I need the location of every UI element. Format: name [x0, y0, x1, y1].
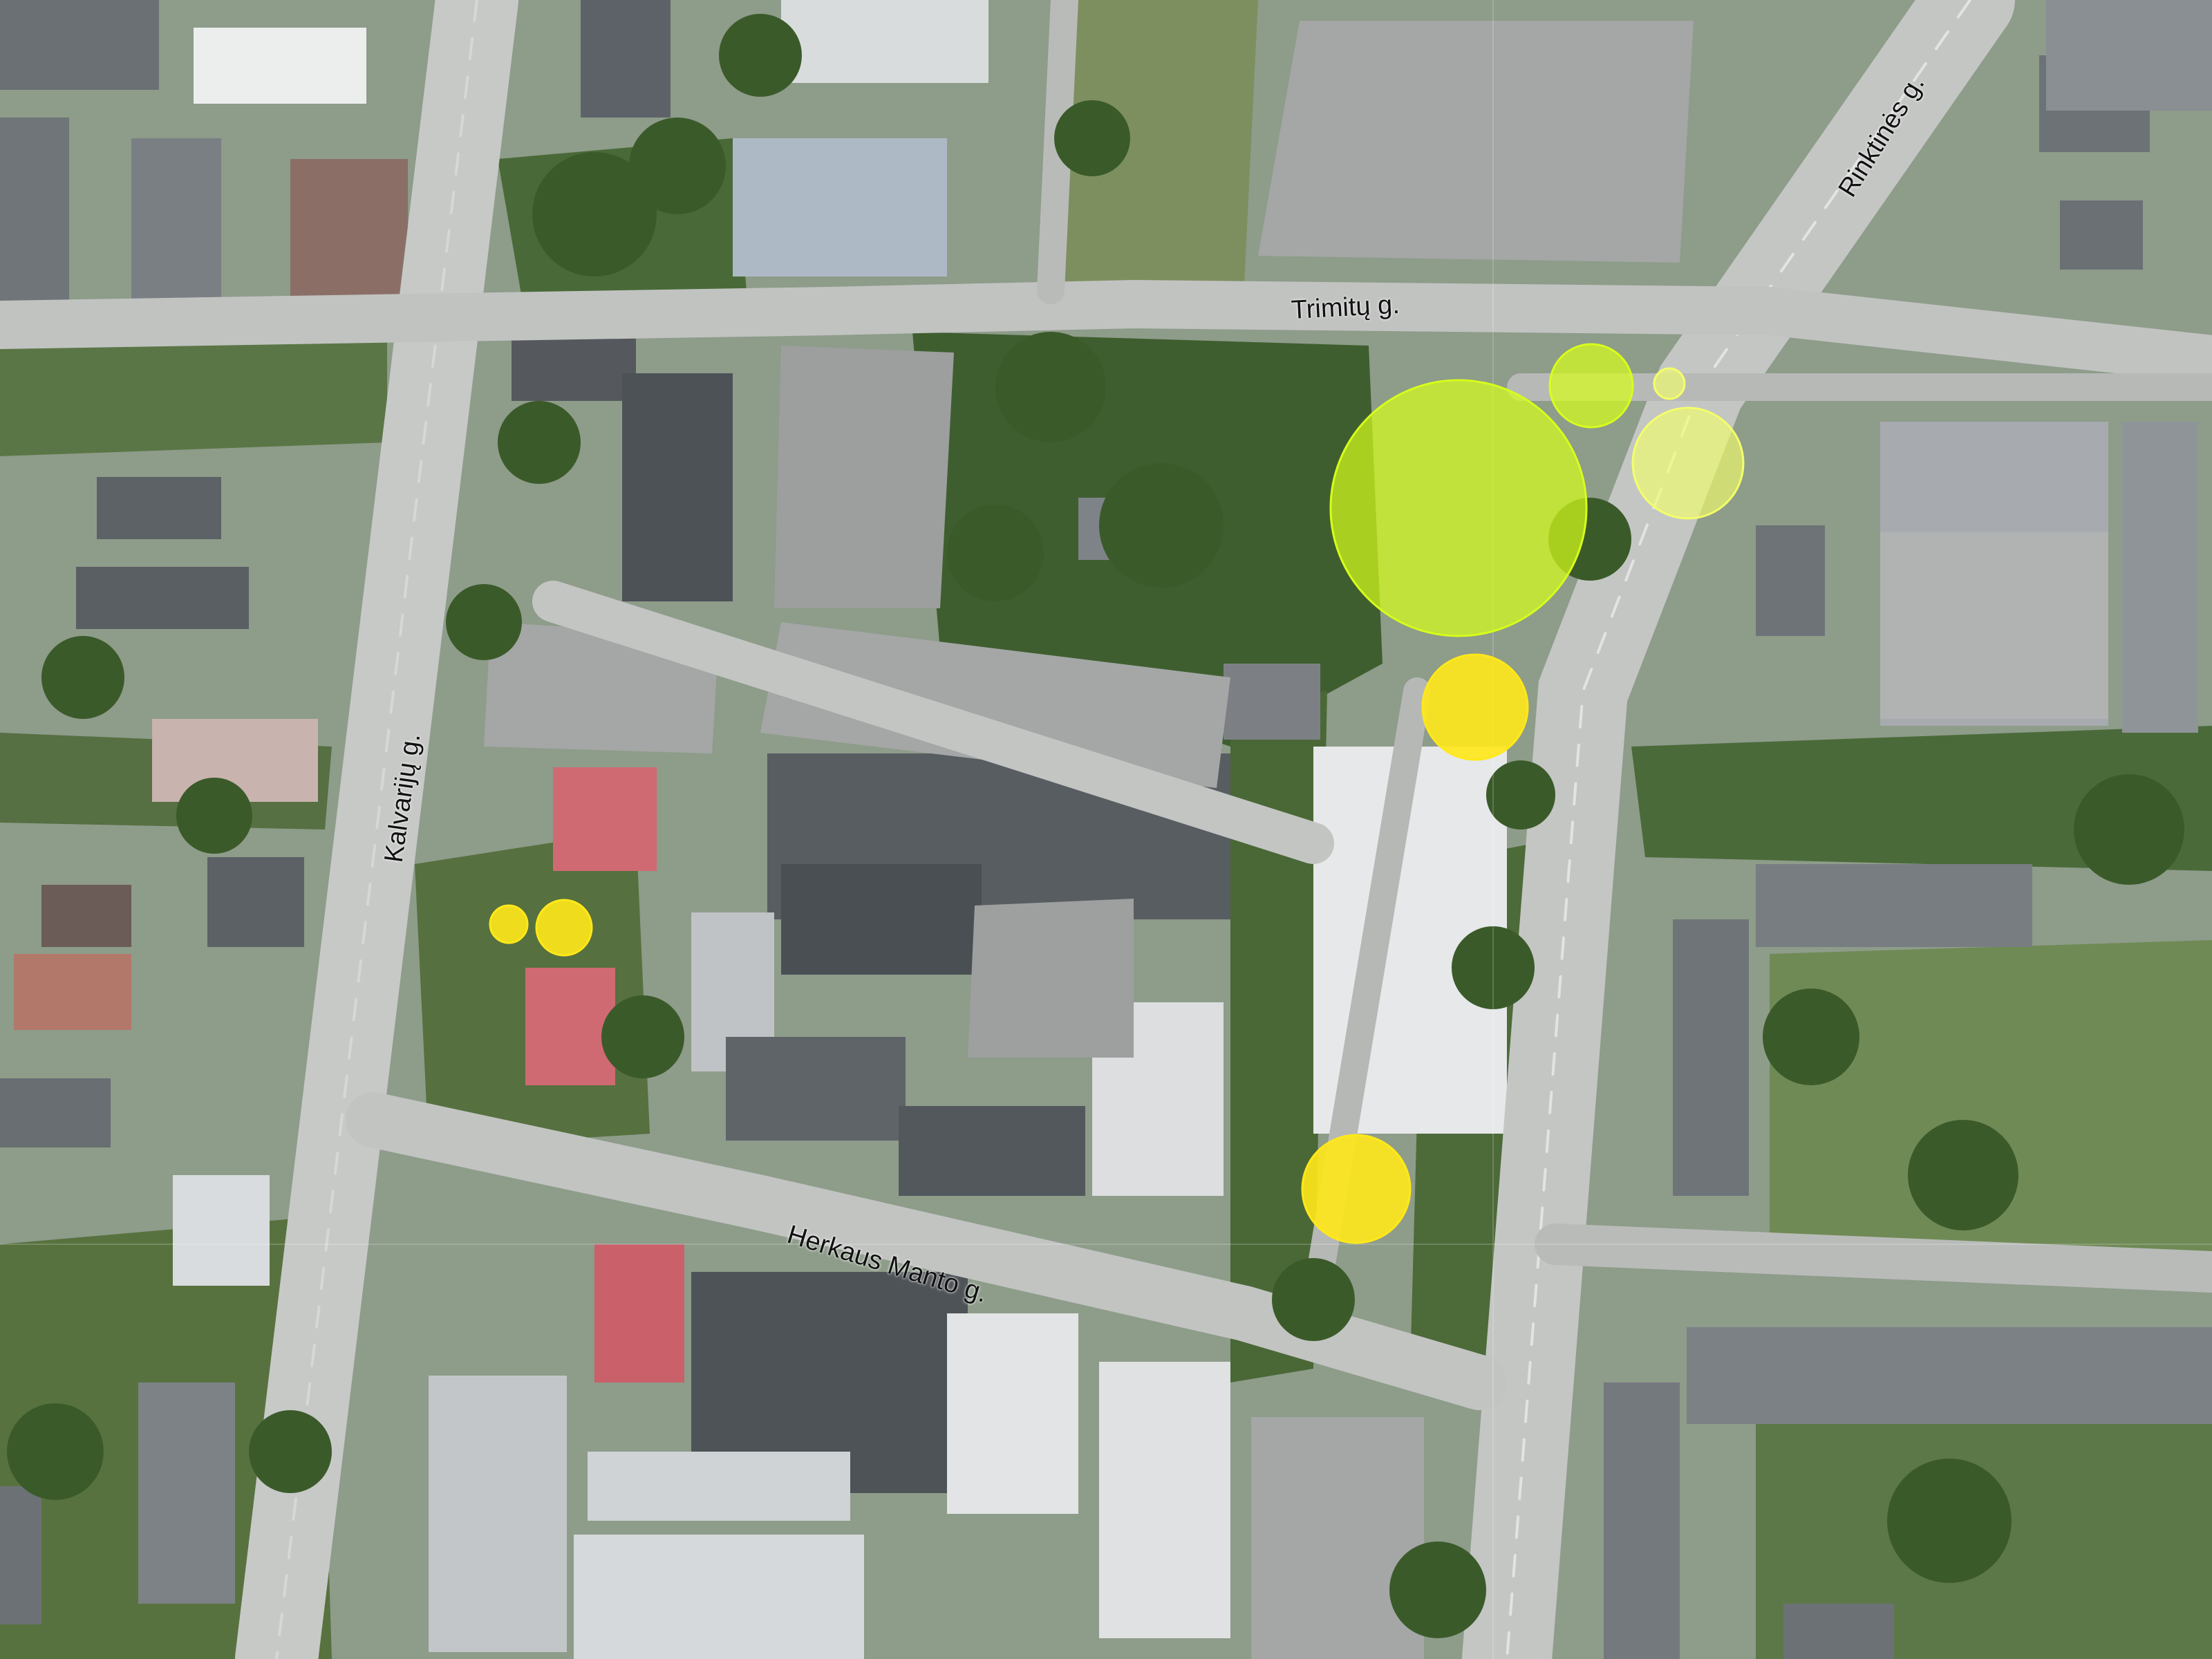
map-marker-m1[interactable] — [1329, 379, 1588, 637]
data-markers — [489, 343, 1745, 1244]
map-marker-m2[interactable] — [1548, 343, 1634, 429]
tree-clusters — [7, 14, 2184, 1638]
map-marker-m5[interactable] — [1421, 653, 1529, 761]
map-marker-m6[interactable] — [1301, 1134, 1412, 1244]
street-label-trimitu: Trimitų g. — [1290, 290, 1400, 325]
map-marker-m3[interactable] — [1631, 406, 1745, 520]
map-marker-m7[interactable] — [535, 899, 593, 957]
map-marker-m8[interactable] — [489, 904, 529, 944]
map-marker-m4[interactable] — [1653, 367, 1686, 400]
